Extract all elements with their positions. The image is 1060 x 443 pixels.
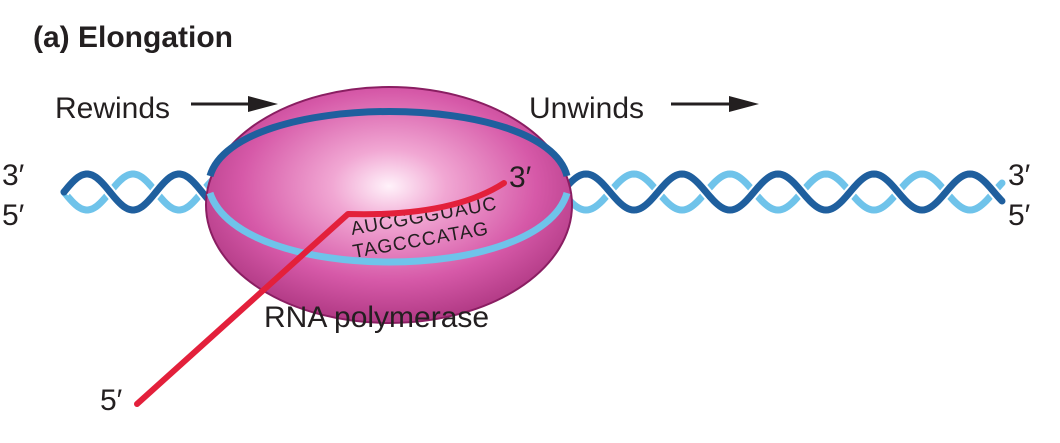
rna-polymerase	[205, 86, 573, 324]
unwinds-label: Unwinds	[529, 92, 644, 125]
template-strand-inside	[206, 191, 571, 266]
template-strand	[60, 170, 218, 214]
rna-transcript	[134, 180, 507, 407]
coding-strand	[558, 170, 1006, 214]
rna-3-end-label: 3′	[509, 161, 532, 194]
rewinds-arrow	[191, 96, 278, 112]
dna-helix-right	[557, 168, 1006, 216]
dna-helix-left	[59, 168, 218, 216]
left-bottom-end-label: 5′	[2, 199, 25, 232]
coding-strand-inside	[206, 108, 571, 178]
left-top-end-label: 3′	[2, 159, 25, 192]
coding-strand	[60, 170, 218, 214]
template-strand	[558, 170, 1006, 214]
rewinds-label: Rewinds	[55, 92, 170, 125]
unwinds-arrow	[671, 96, 759, 112]
rna-polymerase-label: RNA polymerase	[264, 301, 489, 334]
figure-title: (a) Elongation	[33, 21, 233, 54]
rna-5-end-label: 5′	[100, 384, 123, 417]
right-top-end-label: 3′	[1008, 159, 1031, 192]
right-bottom-end-label: 5′	[1008, 199, 1031, 232]
